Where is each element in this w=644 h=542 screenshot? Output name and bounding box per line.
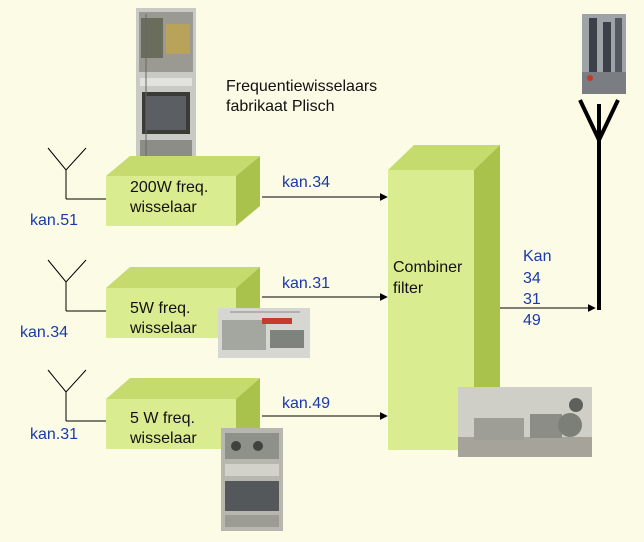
rack-photo-200w-icon bbox=[136, 8, 196, 170]
title-line-2: fabrikaat Plisch bbox=[226, 98, 335, 115]
output-channel-list-item: 34 bbox=[523, 270, 541, 287]
output-channel-list-item: 31 bbox=[523, 291, 541, 308]
input-channel-2: kan.34 bbox=[20, 324, 69, 341]
converter-1-label-line2: wisselaar bbox=[130, 199, 197, 216]
combiner-label-line2: filter bbox=[393, 280, 424, 297]
transmit-antenna-icon bbox=[578, 99, 620, 310]
output-channel-2: kan.31 bbox=[282, 275, 331, 292]
combiner-label-line1: Combiner bbox=[393, 259, 463, 276]
converter-box-200w bbox=[106, 156, 260, 226]
input-antenna-3-icon bbox=[47, 369, 106, 422]
antenna-array-photo-icon bbox=[582, 14, 626, 94]
equipment-photo-5w-b-icon bbox=[221, 428, 283, 531]
combiner-filter-photo-icon bbox=[458, 387, 592, 457]
input-channel-3: kan.31 bbox=[30, 426, 79, 443]
converter-2-label-line1: 5W freq. bbox=[130, 300, 191, 317]
equipment-photo-5w-a-icon bbox=[218, 308, 310, 358]
output-channel-3: kan.49 bbox=[282, 395, 331, 412]
output-channel-list-item: 49 bbox=[523, 312, 541, 329]
converter-2-label-line2: wisselaar bbox=[130, 320, 197, 337]
output-heading: Kan bbox=[523, 248, 552, 265]
converter-3-label-line1: 5 W freq. bbox=[130, 410, 195, 427]
output-channel-1: kan.34 bbox=[282, 174, 331, 191]
converter-1-label-line1: 200W freq. bbox=[130, 179, 209, 196]
input-antenna-2-icon bbox=[47, 259, 106, 312]
converter-3-label-line2: wisselaar bbox=[130, 430, 197, 447]
input-channel-1: kan.51 bbox=[30, 212, 79, 229]
combiner-filter-box bbox=[388, 145, 500, 450]
input-antenna-1-icon bbox=[47, 147, 106, 200]
title-line-1: Frequentiewisselaars bbox=[226, 78, 378, 95]
